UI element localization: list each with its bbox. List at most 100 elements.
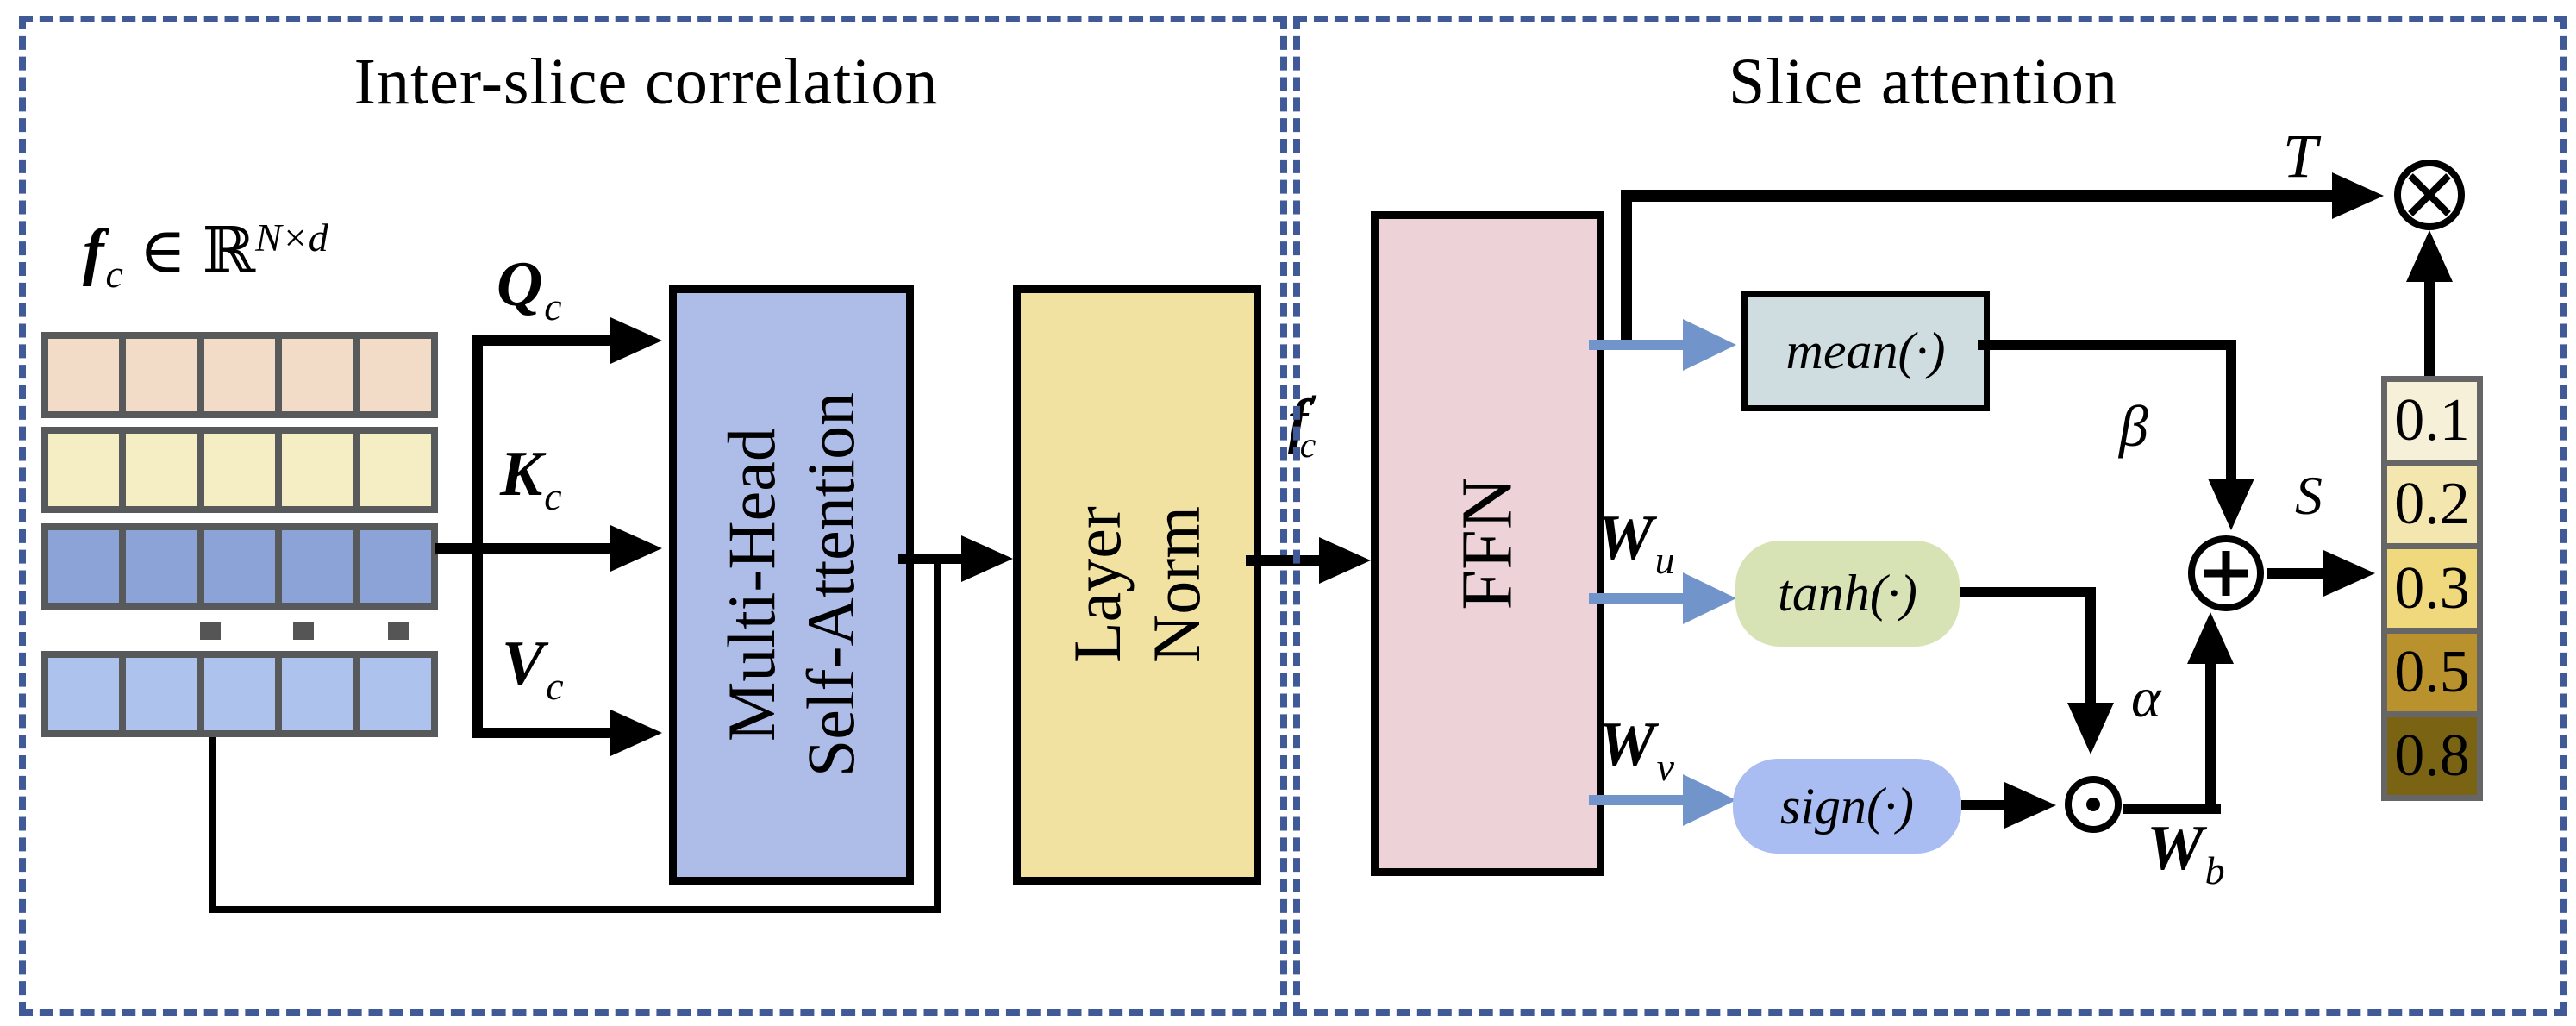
k-arrow-line — [435, 543, 612, 554]
feature-matrix-row-3 — [41, 523, 438, 610]
weight-cell: 0.3 — [2387, 543, 2477, 628]
tanh-out-line — [1960, 587, 2096, 597]
matrix-cell — [48, 339, 119, 411]
v-arrow-line — [474, 728, 612, 738]
tanh-box: tanh(·) — [1735, 541, 1960, 647]
tanh-down-line — [2085, 587, 2096, 704]
matrix-cell — [48, 658, 119, 730]
add-icon — [2188, 535, 2264, 611]
sign-out-arrowhead — [2004, 782, 2056, 829]
wv-arrow-line — [1589, 795, 1685, 805]
s-label: S — [2295, 465, 2323, 526]
qkv-branch-line — [472, 335, 483, 738]
alpha-line — [2205, 625, 2216, 814]
ellipsis-dot — [293, 622, 314, 640]
feature-matrix-row-2 — [41, 427, 438, 513]
q-arrowhead — [610, 317, 662, 364]
mean-box: mean(·) — [1741, 291, 1990, 411]
alpha-label: α — [2131, 666, 2161, 729]
v-arrowhead — [610, 710, 662, 756]
mhsa-to-layernorm-arrowhead — [961, 535, 1013, 582]
wu-label: Wu — [1597, 503, 1675, 583]
query-label: Qc — [497, 249, 562, 329]
key-label: Kc — [500, 439, 562, 519]
wu-arrow-line — [1589, 593, 1685, 604]
beta-label: β — [2119, 393, 2148, 459]
matrix-cell — [353, 434, 431, 506]
alpha-arrowhead — [2187, 612, 2234, 664]
ellipsis-dot — [200, 622, 221, 640]
wv-label: Wv — [1598, 710, 1675, 790]
matrix-cell — [353, 530, 431, 603]
matrix-cell — [275, 658, 353, 730]
matrix-cell — [275, 434, 353, 506]
feature-matrix-row-1 — [41, 332, 438, 418]
wu-arrowhead — [1683, 572, 1736, 624]
layernorm-to-ffn-arrowhead — [1319, 537, 1371, 584]
q-arrow-line — [474, 335, 612, 346]
weight-cell: 0.5 — [2387, 627, 2477, 711]
tanh-label: tanh(·) — [1778, 565, 1917, 622]
matrix-cell — [275, 530, 353, 603]
ffn-to-mean-line — [1589, 340, 1685, 350]
sign-out-line — [1961, 800, 2008, 810]
mhsa-to-layernorm-line — [898, 554, 964, 564]
right-panel-title: Slice attention — [1729, 46, 2118, 118]
residual-line-across — [209, 906, 941, 913]
ffn-box: FFN — [1371, 211, 1604, 876]
t-branch-line-vertical — [1621, 190, 1632, 350]
matrix-cell — [197, 530, 275, 603]
matrix-cell — [48, 530, 119, 603]
inter-slice-correlation-panel — [19, 16, 1287, 1016]
sign-box: sign(·) — [1733, 759, 1961, 854]
matrix-cell — [119, 658, 197, 730]
t-arrowhead — [2332, 172, 2384, 219]
matrix-cell — [48, 434, 119, 506]
elementwise-product-icon — [2065, 776, 2122, 833]
matrix-cell — [119, 339, 197, 411]
weight-cell: 0.8 — [2387, 710, 2477, 796]
weight-cell: 0.1 — [2387, 382, 2477, 460]
k-arrowhead — [610, 525, 662, 572]
matrix-cell — [197, 339, 275, 411]
left-panel-title: Inter-slice correlation — [353, 46, 939, 118]
slice-attention-panel — [1293, 16, 2567, 1016]
residual-line-up — [934, 559, 941, 910]
wv-arrowhead — [1683, 774, 1736, 826]
t-line-horizontal — [1621, 190, 2338, 202]
ffn-label: FFN — [1447, 477, 1528, 610]
matrix-cell — [197, 434, 275, 506]
weight-cell: 0.2 — [2387, 460, 2477, 544]
mean-out-line — [1978, 340, 2236, 350]
sign-label: sign(·) — [1780, 777, 1914, 835]
matrix-cell — [275, 339, 353, 411]
layernorm-to-ffn-line — [1246, 555, 1322, 566]
wb-label: Wb — [2147, 813, 2225, 893]
multiply-icon — [2394, 160, 2465, 230]
matrix-cell — [197, 658, 275, 730]
t-label: T — [2283, 122, 2318, 191]
s-arrowhead — [2323, 550, 2375, 597]
beta-line — [2226, 340, 2236, 480]
matrix-cell — [353, 339, 431, 411]
input-feature-label: fc ∈ ℝN×d — [83, 214, 328, 297]
ellipsis-dot — [388, 622, 409, 640]
ffn-to-mean-arrowhead — [1683, 319, 1736, 371]
tanh-down-arrowhead — [2067, 703, 2114, 754]
beta-arrowhead — [2208, 479, 2254, 530]
matrix-cell — [119, 434, 197, 506]
elementwise-out-line — [2123, 804, 2221, 814]
value-label: Vc — [502, 629, 564, 709]
matrix-cell — [119, 530, 197, 603]
s-arrow-line — [2267, 568, 2328, 579]
matrix-cell — [353, 658, 431, 730]
column-to-multiply-arrowhead — [2406, 230, 2453, 282]
slice-weight-column: 0.1 0.2 0.3 0.5 0.8 — [2381, 376, 2483, 801]
feature-matrix-row-4 — [41, 651, 438, 737]
mean-label: mean(·) — [1785, 322, 1946, 379]
